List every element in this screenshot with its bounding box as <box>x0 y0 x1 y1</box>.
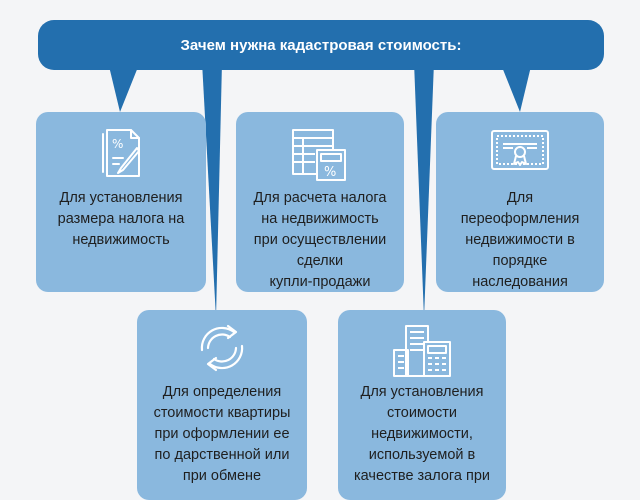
exchange-arrows-icon <box>200 324 244 372</box>
pointer-lower-left <box>202 62 222 318</box>
card-tax-sale: % Для расчета налога на недвижимость при… <box>236 112 404 292</box>
banner: Зачем нужна кадастровая стоимость: <box>38 20 604 70</box>
pointer-right <box>500 62 532 112</box>
pointer-left <box>108 62 140 112</box>
card-text: Для установления размера налога на недви… <box>57 190 185 248</box>
card-collateral: Для установления стоимости недвижимости,… <box>338 310 506 500</box>
card-gift-exchange: Для определения стоимости квартиры при о… <box>137 310 307 500</box>
svg-text:%: % <box>112 137 123 151</box>
card-text: Для переоформления недвижимости в порядк… <box>460 190 580 290</box>
card-text: Для установления стоимости недвижимости,… <box>353 384 491 484</box>
certificate-icon <box>491 130 549 170</box>
tax-document-pen-icon: % <box>102 129 140 177</box>
card-text: Для расчета налога на недвижимость при о… <box>253 190 387 290</box>
banner-title: Зачем нужна кадастровая стоимость: <box>180 36 462 54</box>
pointer-lower-right <box>414 62 434 318</box>
infographic: Зачем нужна кадастровая стоимость: % Для… <box>36 20 604 500</box>
svg-text:%: % <box>324 165 336 180</box>
buildings-calculator-icon <box>393 325 451 377</box>
connectors <box>108 62 532 318</box>
card-tax-rate: % Для установления размера налога на нед… <box>36 112 206 292</box>
card-text: Для определения стоимости квартиры при о… <box>153 384 291 484</box>
calculator-spreadsheet-icon: % <box>292 129 346 181</box>
card-inheritance: Для переоформления недвижимости в порядк… <box>436 112 604 292</box>
